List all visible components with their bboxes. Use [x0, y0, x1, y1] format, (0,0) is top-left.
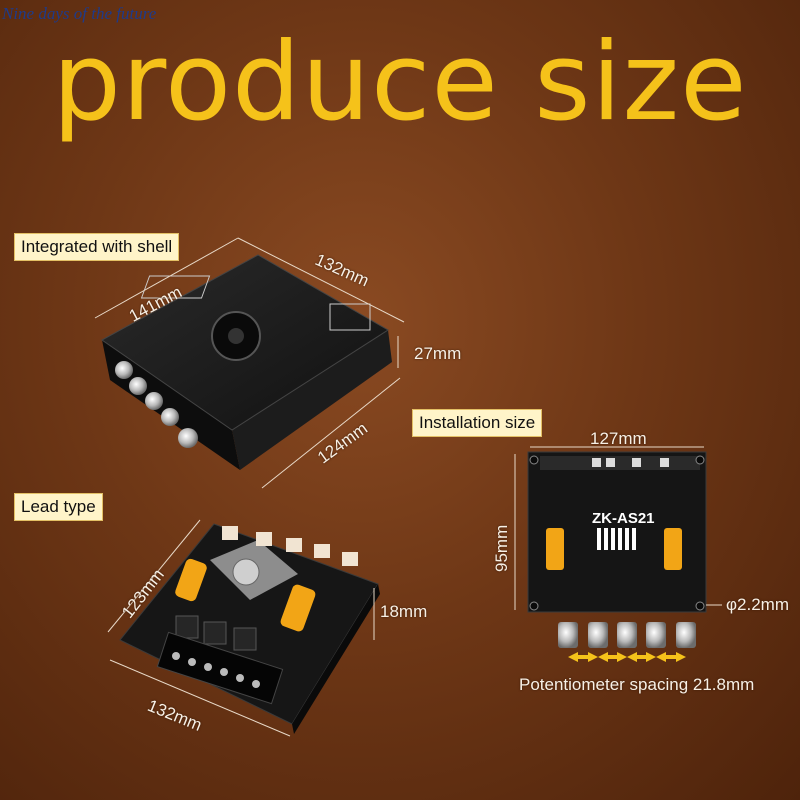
headline: produce size — [52, 20, 748, 145]
installation-board-image — [514, 446, 722, 662]
install-height-dim: 95mm — [492, 524, 511, 572]
hole-diameter-dim: φ2.2mm — [726, 595, 789, 614]
shell-height-dim: 27mm — [414, 344, 462, 363]
integrated-shell-label: Integrated with shell — [14, 233, 180, 261]
lead-height-dim: 18mm — [380, 602, 428, 621]
watermark: Nine days of the future — [2, 4, 157, 23]
installation-size-label: Installation size — [412, 409, 543, 437]
pot-spacing-label: Potentiometer spacing 21.8mm — [519, 675, 755, 694]
shell-product-image — [94, 237, 405, 489]
board-model-label: ZK-AS21 — [592, 510, 655, 527]
lead-board-image — [107, 519, 380, 737]
lead-type-label: Lead type — [14, 493, 103, 521]
install-width-dim: 127mm — [590, 429, 647, 448]
